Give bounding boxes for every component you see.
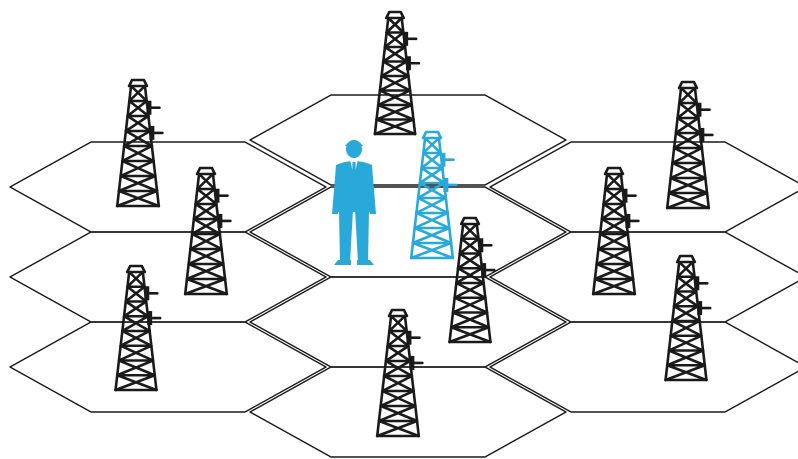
tower-left-middle	[185, 168, 230, 294]
towers-layer	[116, 12, 713, 436]
tower-lower-right	[666, 256, 711, 380]
tower-upper-left	[117, 80, 162, 206]
tower-bottom-center	[377, 310, 422, 436]
user-layer	[332, 140, 376, 265]
person-in-suit-icon	[332, 140, 376, 265]
tower-center	[411, 132, 456, 258]
tower-top-center	[375, 12, 419, 134]
tower-center-right	[450, 218, 495, 342]
tower-upper-right	[667, 82, 712, 208]
cell-lower-left	[10, 322, 326, 412]
tower-right-middle	[593, 168, 638, 294]
cell-center-left	[10, 232, 326, 322]
cell-upper-right	[490, 142, 798, 232]
cell-center	[250, 187, 566, 277]
cell-bottom-center	[250, 367, 566, 457]
cell-lower-right	[490, 322, 798, 412]
cell-center-right	[490, 232, 798, 322]
tower-lower-left	[116, 266, 161, 390]
